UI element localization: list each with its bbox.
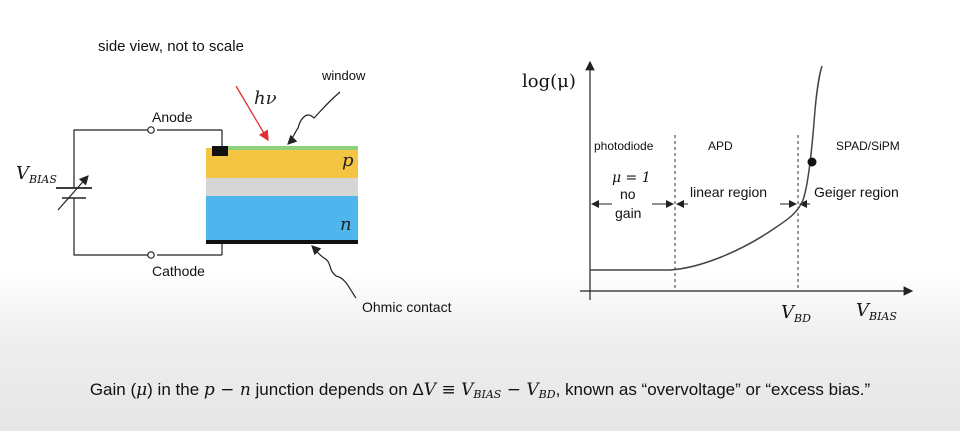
gain-curve [590, 65, 823, 271]
caption-minus-1: − [214, 380, 240, 400]
ohmic-label: Ohmic contact [362, 299, 452, 315]
caption-text-3: junction depends on Δ [250, 380, 424, 399]
anode-terminal [147, 126, 155, 134]
anode-label: Anode [152, 109, 193, 125]
gain-label: gain [615, 205, 641, 221]
window-label: window [321, 68, 366, 83]
left-subtitle: side view, not to scale [98, 38, 244, 55]
region-photodiode-label: photodiode [594, 139, 654, 153]
caption-vbias-sub: BIAS [473, 388, 502, 401]
ohmic-pointer [311, 245, 357, 299]
region-spad-label: SPAD/SiPM [836, 139, 900, 153]
caption-vbd-sub: BD [538, 388, 556, 401]
p-layer [206, 148, 358, 178]
no-label: no [620, 186, 636, 202]
n-label: n [340, 214, 352, 235]
y-axis-label: log(μ) [522, 71, 576, 92]
photon-arrow [235, 85, 269, 142]
circuit-wires [73, 129, 223, 256]
operating-point-dot [807, 157, 817, 167]
vbd-label: VBD [781, 302, 811, 325]
caption-vbias-v: V [461, 380, 474, 400]
caption-n: n [239, 380, 251, 400]
cathode-terminal [147, 251, 155, 259]
caption-p: p [203, 380, 215, 400]
n-layer [206, 196, 358, 240]
caption-text-4: , known as “overvoltage” or “excess bias… [555, 380, 871, 399]
depletion-layer [206, 178, 358, 196]
caption-text-2: ) in the [147, 380, 204, 399]
cathode-label: Cathode [152, 263, 205, 279]
anode-contact-pad [212, 146, 228, 156]
caption-mu: μ [136, 380, 148, 400]
caption-vbd-v: V [526, 380, 539, 400]
caption-text-1: Gain ( [89, 380, 137, 399]
caption: Gain (μ) in the p − n junction depends o… [0, 380, 960, 401]
bias-label: VBIAS [16, 163, 57, 186]
window-layer [228, 146, 358, 150]
caption-minus-2: − [501, 380, 527, 400]
geiger-region-label: Geiger region [814, 184, 899, 200]
caption-v: V [423, 380, 437, 400]
ohmic-contact-layer [206, 240, 358, 244]
region-apd-label: APD [708, 139, 733, 153]
mu-equals-one-label: μ = 1 [612, 170, 651, 186]
photon-label: hν [254, 88, 277, 109]
linear-region-label: linear region [690, 184, 767, 200]
window-pointer [287, 91, 341, 145]
x-axis-label: VBIAS [856, 300, 897, 323]
p-label: p [342, 150, 354, 171]
bias-source-symbol [56, 175, 92, 211]
caption-equiv: ≡ [436, 380, 462, 400]
